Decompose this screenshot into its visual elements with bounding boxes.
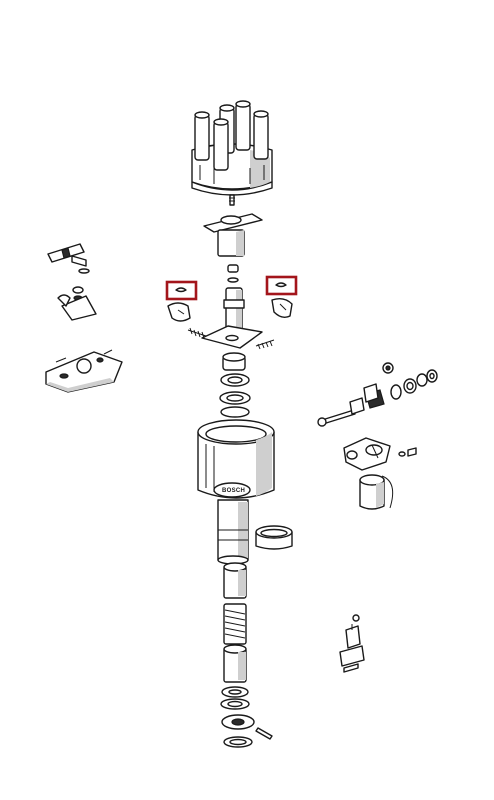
- highlight-box: [165, 280, 198, 301]
- drive-shaft[interactable]: [223, 603, 247, 645]
- right-flyweight[interactable]: [271, 297, 293, 319]
- condenser[interactable]: [359, 474, 394, 510]
- retaining-pin[interactable]: [255, 727, 273, 740]
- thrust-washer-upper[interactable]: [220, 373, 250, 387]
- rotor[interactable]: [203, 213, 263, 257]
- thrust-washer-lower[interactable]: [219, 391, 251, 418]
- distributor-housing[interactable]: BOSCH: [197, 419, 275, 499]
- left-flyweight[interactable]: [167, 302, 191, 322]
- condenser-lead-clip[interactable]: [47, 243, 90, 274]
- bottom-washer[interactable]: [223, 736, 253, 748]
- vacuum-link[interactable]: [339, 614, 365, 673]
- brand-label: BOSCH: [222, 488, 245, 494]
- cam-shaft[interactable]: [201, 287, 263, 349]
- lower-bush[interactable]: [223, 644, 247, 683]
- sealing-ring[interactable]: [255, 525, 293, 550]
- housing-shank[interactable]: [217, 499, 249, 565]
- bolt-and-washers[interactable]: [317, 362, 438, 427]
- lower-washers[interactable]: [220, 686, 250, 710]
- contact-breaker-points[interactable]: [57, 286, 97, 321]
- spacer-ring[interactable]: [222, 352, 246, 371]
- right-spring-clip[interactable]: [265, 275, 298, 296]
- felt-washer[interactable]: [227, 264, 239, 283]
- advance-springs[interactable]: [187, 327, 275, 350]
- carbon-brush[interactable]: [229, 194, 235, 206]
- clamp-screw[interactable]: [398, 447, 417, 457]
- breaker-plate[interactable]: [45, 349, 123, 393]
- left-spring-clip[interactable]: [165, 280, 198, 301]
- drive-dog[interactable]: [221, 714, 255, 730]
- clamp-bracket[interactable]: [343, 437, 391, 471]
- upper-bush[interactable]: [223, 562, 247, 599]
- highlight-box: [265, 275, 298, 296]
- distributor-cap[interactable]: [191, 100, 273, 196]
